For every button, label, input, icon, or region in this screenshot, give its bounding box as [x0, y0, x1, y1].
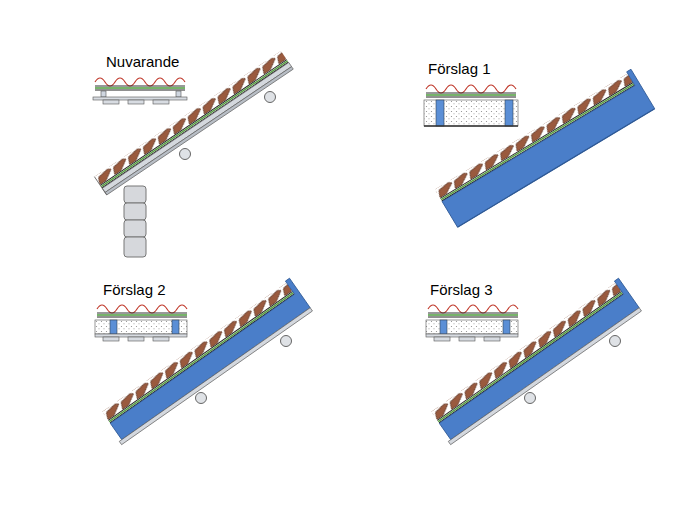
- section-title: Förslag 3: [430, 282, 493, 299]
- section-title: Nuvarande: [106, 54, 179, 71]
- section-title: Förslag 2: [103, 282, 166, 299]
- section-proposal-2: [95, 278, 312, 444]
- section-proposal-3: [426, 278, 641, 444]
- section-current: [93, 51, 293, 257]
- section-proposal-1: [424, 69, 655, 227]
- section-title: Förslag 1: [428, 61, 491, 78]
